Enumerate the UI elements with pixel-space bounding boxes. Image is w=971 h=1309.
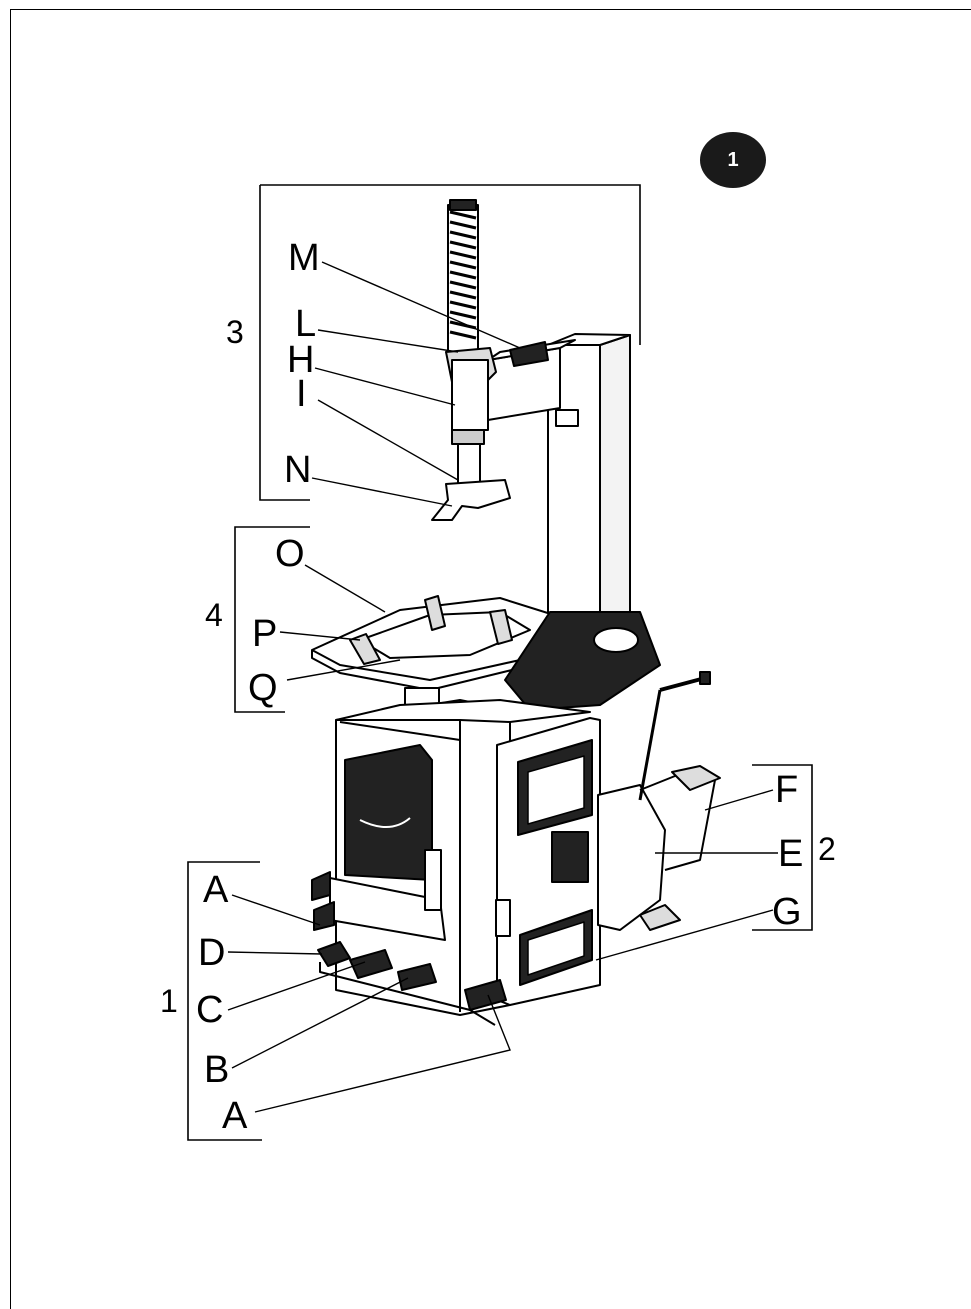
clamping-jaws-o (349, 595, 513, 665)
column-slot (555, 409, 579, 427)
bracket-2 (752, 764, 813, 931)
leader-b (231, 977, 409, 1069)
console-well (593, 627, 639, 653)
leader-p (279, 631, 361, 641)
pedal-d (317, 941, 351, 967)
leader-d (227, 951, 323, 955)
label-o: O (275, 533, 305, 575)
cabinet-edges (339, 720, 461, 1012)
tool-rod-i (457, 443, 481, 485)
bracket-1 (187, 861, 262, 1141)
label-i: I (296, 373, 307, 415)
label-a-top: A (203, 869, 229, 911)
lever-rod (659, 676, 706, 692)
label-n: N (284, 449, 311, 491)
label-a-bottom: A (222, 1095, 248, 1137)
pad-hatch-lower (527, 921, 585, 976)
pedal-c (349, 949, 393, 979)
leader-n (311, 477, 453, 507)
mount-demount-tool-n (431, 479, 511, 521)
tool-body-h (451, 359, 489, 431)
machine-illustration (311, 199, 721, 1026)
page-frame (10, 9, 971, 1309)
bead-breaker-blade-e (597, 784, 666, 931)
label-p: P (252, 613, 277, 655)
side-panel-dark (344, 744, 433, 881)
bracket-3-top (260, 184, 641, 345)
label-q: Q (248, 667, 278, 709)
leader-m (321, 261, 521, 349)
group-4: 4 (205, 597, 223, 633)
shaft-cap (449, 199, 477, 211)
label-b: B (204, 1049, 229, 1091)
side-handle (424, 849, 442, 911)
label-h: H (287, 339, 314, 381)
shaft (447, 204, 479, 356)
leader-a-bottom (254, 994, 511, 1113)
panel-curve (359, 817, 411, 828)
label-l: L (295, 303, 316, 345)
leader-a-top (231, 894, 321, 926)
lever-stem (638, 689, 662, 801)
column-side (599, 334, 631, 621)
leader-g (595, 909, 774, 961)
leader-lines (227, 261, 778, 1113)
bracket-4 (234, 526, 310, 713)
pedal-b (397, 963, 437, 991)
arm-pad (671, 765, 721, 791)
label-m: M (288, 237, 320, 279)
label-d: D (198, 932, 225, 974)
leader-c (227, 961, 366, 1011)
figure-number-badge: 1 (700, 132, 766, 188)
leader-q (286, 659, 401, 681)
label-g: G (772, 891, 802, 933)
bead-breaker-cylinder (551, 831, 589, 883)
group-numbers: 3 4 1 2 (160, 314, 836, 1019)
part-labels: M L H I N O P Q A D C B A F E G (196, 237, 803, 1137)
group-3: 3 (226, 314, 244, 350)
leader-l (317, 329, 459, 353)
pedal-a (464, 979, 507, 1011)
side-latch (495, 899, 511, 937)
tool-collar (451, 429, 485, 445)
label-f: F (775, 769, 798, 811)
group-2: 2 (818, 831, 836, 867)
leader-o (304, 564, 386, 613)
group-1: 1 (160, 983, 178, 1019)
label-e: E (778, 833, 803, 875)
blade-foot-g (639, 904, 681, 931)
leader-i (317, 399, 459, 481)
leader-f (704, 789, 774, 811)
lever-knob (699, 671, 711, 685)
pad-hatch-upper (527, 755, 585, 825)
label-c: C (196, 989, 223, 1031)
base-plinth (319, 962, 496, 1026)
bracket-3 (259, 185, 310, 501)
spring (449, 210, 477, 340)
leader-h (314, 367, 456, 406)
group-brackets (187, 184, 813, 1141)
